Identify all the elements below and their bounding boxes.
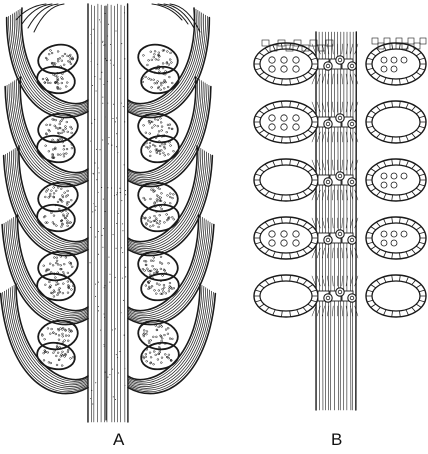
panel-a-right-sporangium [136, 317, 181, 372]
panel-a-left-sporophyll [2, 215, 88, 325]
panel-b-right-sac [366, 217, 426, 259]
panel-b-left-sac [254, 275, 318, 317]
panel-a-right-sporangium [136, 179, 181, 234]
panel-a-drawing [1, 4, 216, 422]
panel-a-right-sporangium [136, 41, 181, 96]
panel-b-right-sac [366, 101, 426, 143]
panel-a-left-sporangium [35, 41, 80, 96]
panel-b-tier [254, 159, 426, 201]
panel-a-right-sporophyll [128, 215, 214, 325]
panel-a-leaf-tips [152, 4, 200, 32]
panel-a-left-sporangium [35, 248, 80, 303]
panel-b-axis [316, 32, 356, 410]
panel-b-left-sac [254, 159, 318, 201]
panel-a-right-sporophyll [128, 284, 215, 394]
panel-a-left-sporophyll [1, 284, 88, 394]
panel-b-tier [254, 217, 426, 259]
panel-b-right-sac [366, 159, 426, 201]
panel-a-label: A [113, 430, 124, 450]
panel-b-label: B [331, 430, 342, 450]
panel-a-right-sporangium [136, 248, 181, 303]
panel-b-tier [254, 43, 426, 85]
panel-a-left-sporangium [35, 317, 80, 372]
panel-b-right-sac [366, 275, 426, 317]
panel-a-leaf-tips [16, 4, 64, 32]
panel-b-tier [254, 101, 426, 143]
panel-a-left-sporangium [35, 179, 80, 234]
panel-b-drawing [254, 32, 426, 410]
panel-a-right-sporangium [136, 110, 181, 165]
panel-b-tier [254, 275, 426, 317]
panel-b-left-sac [254, 217, 318, 259]
panel-a-left-sporangium [35, 110, 80, 165]
panel-b-left-sac [254, 101, 318, 143]
panel-a-axis [88, 4, 128, 422]
